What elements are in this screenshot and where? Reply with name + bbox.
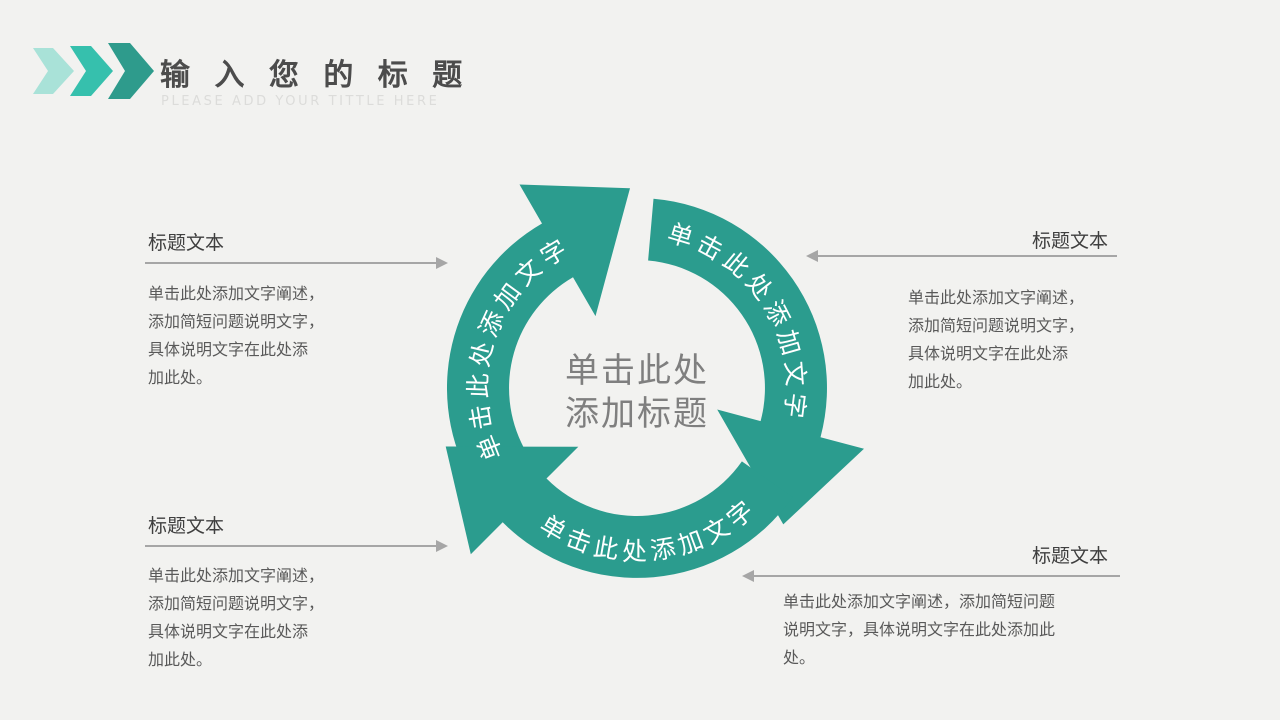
callout-bottom-right-title[interactable]: 标题文本: [1031, 545, 1108, 567]
callout-bottom-left-title[interactable]: 标题文本: [148, 515, 225, 537]
page-subtitle: PLEASE ADD YOUR TITTLE HERE: [161, 94, 440, 109]
arrow-left-icon: [742, 570, 754, 582]
arrow-right-icon: [436, 257, 448, 269]
callout-top-left-body[interactable]: 单击此处添加文字阐述， 添加简短问题说明文字， 具体说明文字在此处添 加此处。: [148, 284, 325, 387]
callout-bottom-left-body[interactable]: 单击此处添加文字阐述， 添加简短问题说明文字， 具体说明文字在此处添 加此处。: [148, 566, 325, 669]
callout-top-left-title[interactable]: 标题文本: [148, 232, 225, 254]
arrow-right-icon: [436, 540, 448, 552]
chevron-icon: [108, 43, 154, 99]
callout-bottom-right-body[interactable]: 单击此处添加文字阐述，添加简短问题 说明文字，具体说明文字在此处添加此 处。: [783, 592, 1056, 667]
callout-top-right-title[interactable]: 标题文本: [1031, 230, 1108, 252]
chevron-icon: [70, 46, 113, 96]
page-title[interactable]: 输 入 您 的 标 题: [160, 58, 470, 93]
callout-bottom-left-connector: [145, 540, 448, 552]
cycle-arrow-bottom[interactable]: [445, 446, 793, 578]
cycle-arrow-right[interactable]: [648, 198, 864, 525]
callout-top-left-connector: [145, 257, 448, 269]
chevron-icon: [33, 48, 74, 94]
diagram-center-title[interactable]: 单击此处 添加标题: [565, 351, 709, 434]
cycle-arrow-left[interactable]: [446, 184, 630, 478]
cycle-diagram: 单击此处添加文字 单击此处添加文字 单击此处添加文字: [445, 184, 864, 578]
callout-top-right-body[interactable]: 单击此处添加文字阐述， 添加简短问题说明文字， 具体说明文字在此处添 加此处。: [908, 288, 1085, 391]
arrow-left-icon: [806, 250, 818, 262]
callout-top-right-connector: [806, 250, 1117, 262]
callout-bottom-right-connector: [742, 570, 1120, 582]
header-chevrons: [33, 42, 157, 104]
